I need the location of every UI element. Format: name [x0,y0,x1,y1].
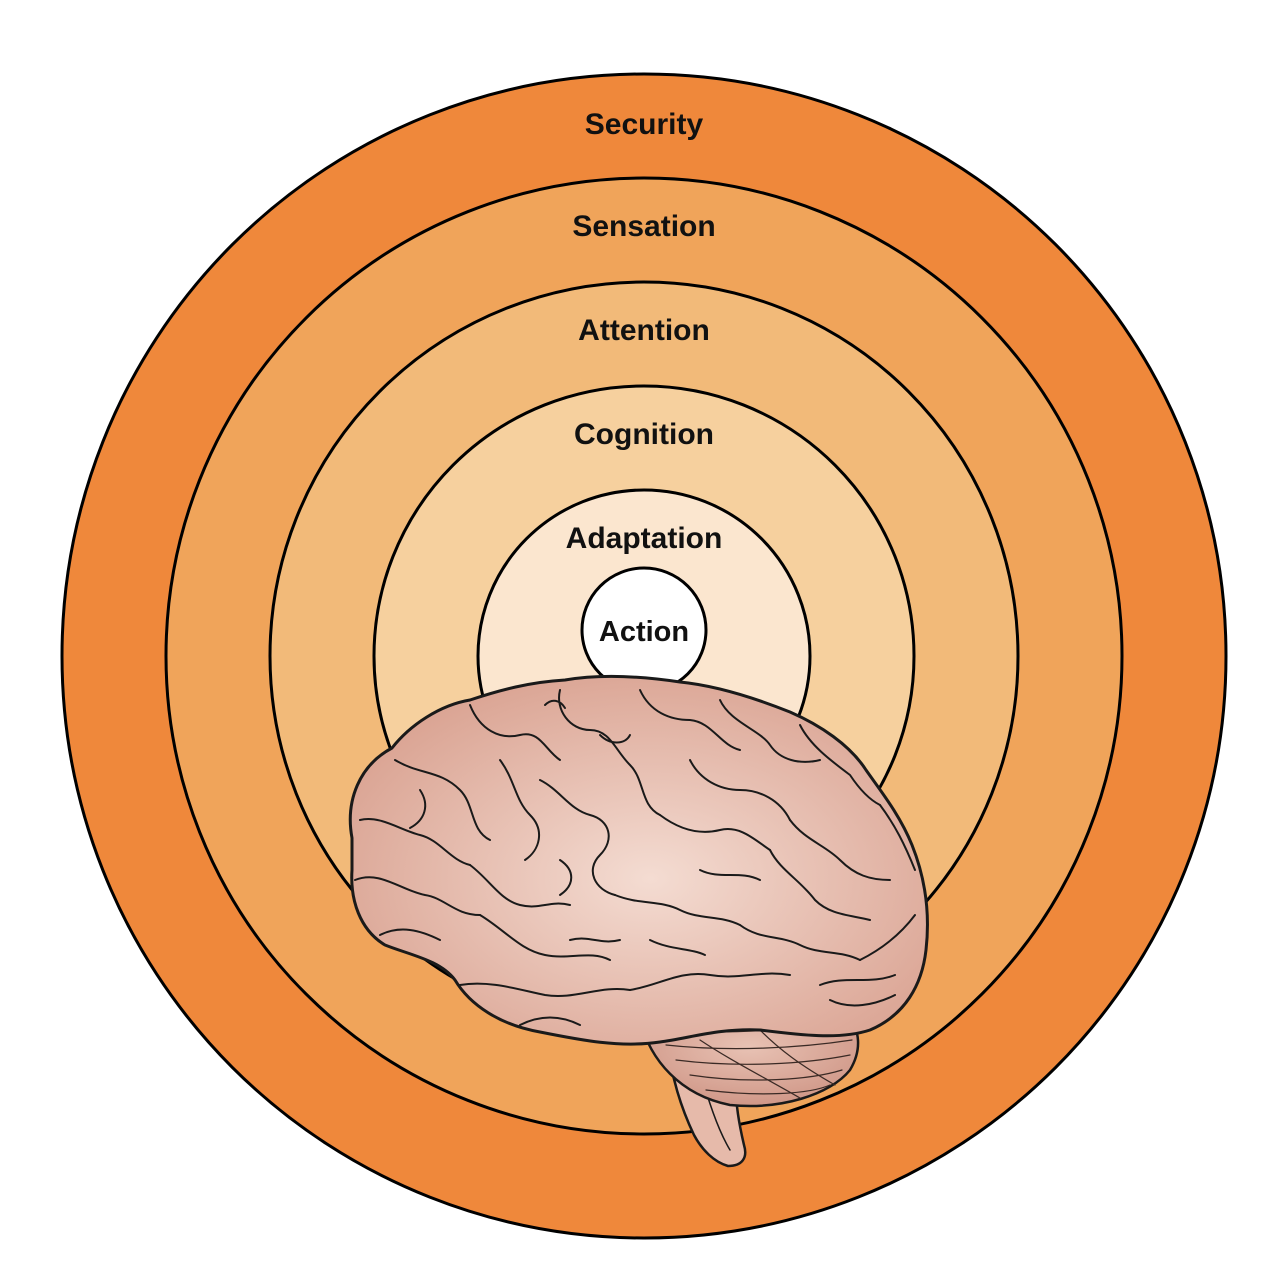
label-action: Action [599,616,689,648]
label-cognition: Cognition [574,418,714,451]
brain-icon [348,674,929,1168]
label-sensation: Sensation [572,210,715,243]
label-adaptation: Adaptation [566,522,723,555]
cerebrum [348,674,929,1046]
label-security: Security [585,108,704,141]
label-attention: Attention [578,314,710,347]
